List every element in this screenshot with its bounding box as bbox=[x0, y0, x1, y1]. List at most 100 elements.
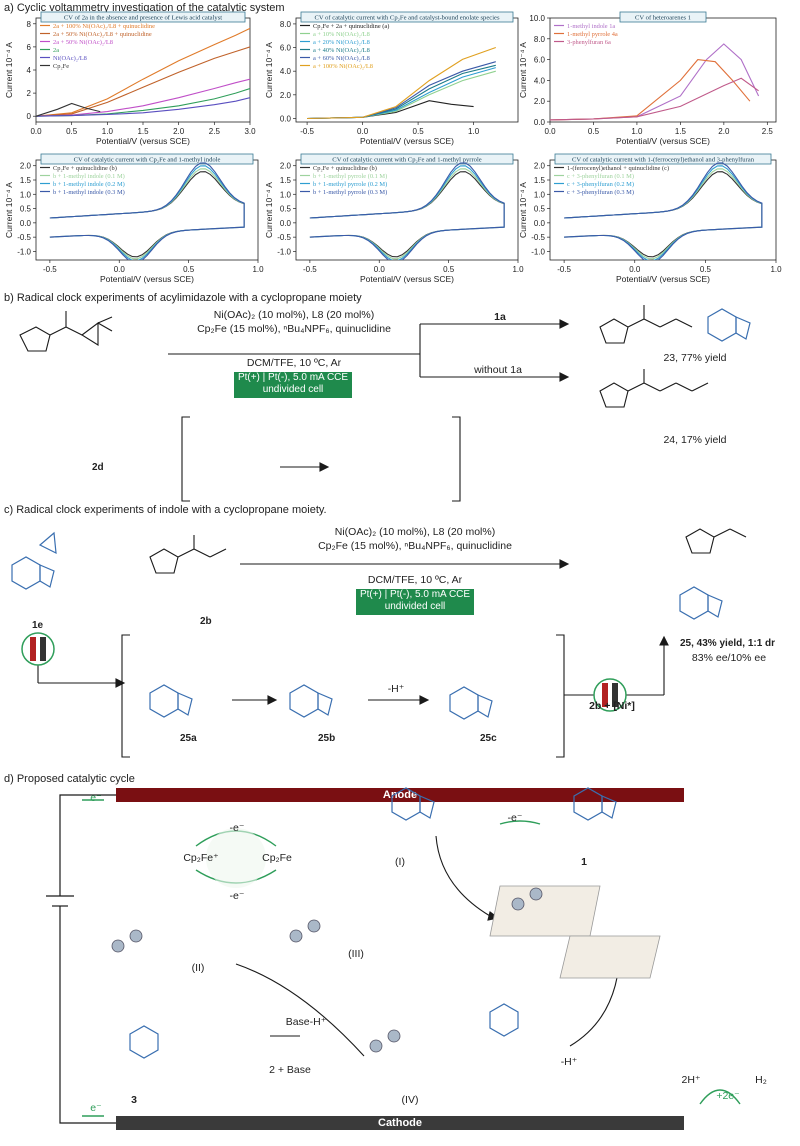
legend-entry: 3-phenylfuran 6a bbox=[567, 39, 611, 46]
section-d-title: d) Proposed catalytic cycle bbox=[4, 773, 135, 785]
scheme-c-cond3: DCM/TFE, 10 ºC, Ar bbox=[367, 574, 463, 586]
intermediate-II-label: (II) bbox=[191, 962, 205, 974]
x-tick-label: 1.0 bbox=[252, 265, 264, 274]
cathode-bar: Cathode bbox=[116, 1116, 684, 1130]
y-axis-label: Current 10⁻⁴ A bbox=[4, 182, 14, 238]
y-tick-label: -1.0 bbox=[17, 247, 31, 256]
series-line-3 bbox=[564, 162, 763, 260]
add-2-base-label: 2 + Base bbox=[269, 1064, 311, 1076]
x-tick-label: -0.5 bbox=[300, 127, 314, 136]
scheme-b-cond1: Ni(OAc)₂ (10 mol%), L8 (20 mol%) bbox=[213, 309, 375, 321]
y-tick-label: 1.0 bbox=[534, 190, 546, 199]
series-line-5 bbox=[36, 102, 101, 117]
series-line-3 bbox=[49, 162, 245, 260]
y-tick-label: -0.5 bbox=[277, 233, 291, 242]
x-tick-label: 0.0 bbox=[357, 127, 369, 136]
intermediate-I-label: (I) bbox=[395, 856, 405, 868]
y-tick-label: 4 bbox=[27, 66, 32, 75]
legend-entry: a + 40% Ni(OAc)₂/L8 bbox=[313, 47, 370, 54]
y-tick-label: 6 bbox=[27, 43, 32, 52]
chart-frame-4 bbox=[295, 159, 519, 261]
chart-title: CV of catalytic current with 1-(ferrocen… bbox=[572, 157, 755, 164]
y-tick-label: 1.0 bbox=[20, 190, 32, 199]
legend-entry: Ni(OAc)₂/L8 bbox=[53, 55, 87, 62]
y-tick-label: 2.0 bbox=[534, 97, 546, 106]
intermediate-III-label: (III) bbox=[348, 948, 364, 960]
y-tick-label: -1.0 bbox=[277, 247, 291, 256]
legend-entry: b + 1-methyl indole (0.3 M) bbox=[53, 189, 125, 196]
y-tick-label: 0.0 bbox=[534, 118, 546, 127]
x-tick-label: 0.0 bbox=[544, 127, 556, 136]
legend-entry: 1-(ferrocenyl)ethanol + quinuclidine (c) bbox=[567, 165, 669, 172]
x-tick-label: 0.5 bbox=[66, 127, 78, 136]
y-tick-label: 4.0 bbox=[534, 76, 546, 85]
legend-entry: 2a + 50% Ni(OAc)₂/L8 + quinuclidine bbox=[53, 31, 152, 38]
series-line-1 bbox=[36, 46, 250, 117]
scheme-b-without-1a: without 1a bbox=[474, 364, 522, 376]
x-tick-label: 2.5 bbox=[762, 127, 774, 136]
legend-entry: b + 1-methyl pyrrole (0.3 M) bbox=[313, 189, 387, 196]
scheme-b-cond3: DCM/TFE, 10 ºC, Ar bbox=[246, 357, 342, 369]
series-line-3 bbox=[309, 162, 505, 260]
battery-icon-2 bbox=[593, 678, 627, 712]
y-axis-label: Current 10⁻⁴ A bbox=[264, 42, 274, 98]
x-tick-label: 0.0 bbox=[30, 127, 42, 136]
y-tick-label: 0.0 bbox=[280, 114, 292, 123]
x-tick-label: 0.5 bbox=[413, 127, 425, 136]
chart-title: CV of 2a in the absence and presence of … bbox=[64, 15, 222, 22]
chart-title: CV of catalytic current with Cp₂Fe and c… bbox=[314, 15, 500, 22]
x-tick-label: 0.5 bbox=[443, 265, 455, 274]
legend-entry: c + 3-phenylfuran (0.3 M) bbox=[567, 189, 634, 196]
cycle-deprotonation-label: -H⁺ bbox=[560, 1056, 578, 1068]
scheme-b-cond2: Cp₂Fe (15 mol%), ⁿBu₄NPF₆, quinuclidine bbox=[197, 323, 391, 335]
legend-entry: a + 100% Ni(OAc)₂/L8 bbox=[313, 63, 373, 70]
legend-entry: c + 3-phenylfuran (0.1 M) bbox=[567, 173, 634, 180]
compound-2d-label: 2d bbox=[92, 462, 104, 473]
y-axis-label: Current 10⁻⁴ A bbox=[518, 42, 528, 98]
x-tick-label: 1.0 bbox=[468, 127, 480, 136]
enolate-oxidation-label: -e⁻ bbox=[229, 890, 245, 902]
compound-1-label: 1 bbox=[581, 856, 587, 868]
y-axis-label: Current 10⁻⁴ A bbox=[264, 182, 274, 238]
y-tick-label: 0.5 bbox=[280, 205, 292, 214]
y-tick-label: -1.0 bbox=[531, 247, 545, 256]
series-line-2 bbox=[550, 77, 759, 121]
legend-entry: 2a bbox=[53, 47, 59, 54]
x-tick-label: -0.5 bbox=[303, 265, 317, 274]
product-25-label: 25, 43% yield, 1:1 dr bbox=[680, 638, 776, 649]
scheme-c-deprotonation: -H⁺ bbox=[387, 683, 405, 695]
y-tick-label: 0.5 bbox=[20, 205, 32, 214]
x-tick-label: 0.0 bbox=[374, 265, 386, 274]
y-tick-label: 0.0 bbox=[280, 219, 292, 228]
product-24-label: 24, 17% yield bbox=[663, 434, 727, 446]
x-tick-label: 1.0 bbox=[631, 127, 643, 136]
chart-title-box bbox=[619, 11, 707, 23]
x-tick-label: 2.0 bbox=[173, 127, 185, 136]
legend-entry: b + 1-methyl pyrrole (0.1 M) bbox=[313, 173, 387, 180]
chart-frame-5 bbox=[549, 159, 777, 261]
legend-entry: Cp₂Fe bbox=[53, 63, 69, 70]
y-tick-label: -0.5 bbox=[531, 233, 545, 242]
x-axis-label: Potential/V (versus SCE) bbox=[100, 274, 194, 284]
y-tick-label: 2.0 bbox=[20, 162, 32, 171]
legend-entry: b + 1-methyl pyrrole (0.2 M) bbox=[313, 181, 387, 188]
series-line-5 bbox=[307, 46, 496, 120]
y-tick-label: 1.5 bbox=[534, 176, 546, 185]
y-tick-label: 10.0 bbox=[529, 14, 545, 23]
compound-2b-label: 2b bbox=[200, 616, 212, 627]
y-axis-label: Current 10⁻⁴ A bbox=[518, 182, 528, 238]
x-tick-label: 3.0 bbox=[244, 127, 256, 136]
y-tick-label: 0.5 bbox=[534, 205, 546, 214]
x-axis-label: Potential/V (versus SCE) bbox=[360, 136, 454, 146]
y-tick-label: 4.0 bbox=[280, 67, 292, 76]
hydrogen-evolution-electrons: +2e⁻ bbox=[716, 1090, 740, 1102]
y-tick-label: 0.0 bbox=[534, 219, 546, 228]
scheme-c-cond2: Cp₂Fe (15 mol%), ⁿBu₄NPF₆, quinuclidine bbox=[318, 540, 512, 552]
scheme-c-addition: 2b + [Ni*] bbox=[589, 700, 635, 712]
hydrogen-label: H₂ bbox=[755, 1074, 767, 1086]
y-tick-label: 2.0 bbox=[534, 162, 546, 171]
ferrocene-cycle-highlight bbox=[206, 828, 266, 888]
legend-entry: Cp₂Fe + quinuclidine (b) bbox=[53, 165, 117, 172]
protons-label: 2H⁺ bbox=[681, 1074, 701, 1086]
base-h-label: Base-H⁺ bbox=[285, 1016, 327, 1028]
